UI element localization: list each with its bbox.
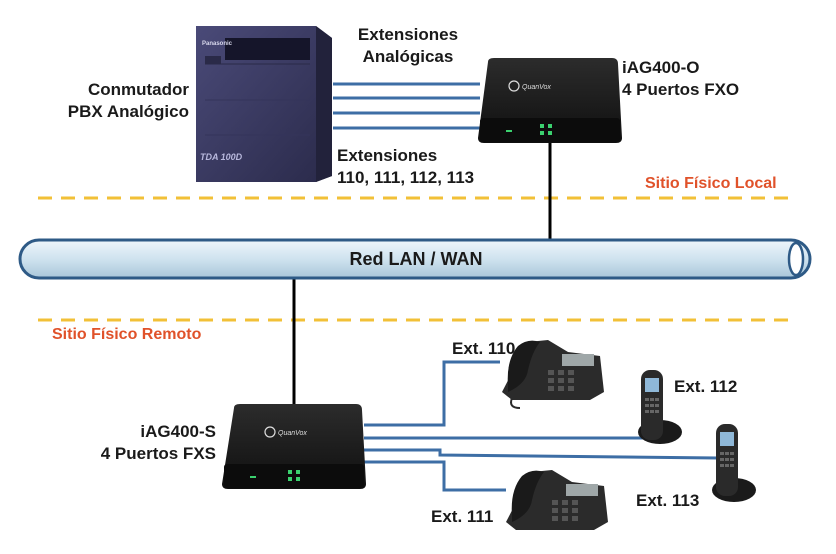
ext-112-label: Ext. 112 xyxy=(674,377,738,396)
desk-phone-ext-110 xyxy=(502,340,604,409)
fxs-label-line2: 4 Puertos FXS xyxy=(100,444,216,463)
cordless-phone-ext-112 xyxy=(638,370,682,444)
extensions-list-label: Extensiones 110, 111, 112, 113 xyxy=(337,145,474,189)
cordless-phone-ext-113 xyxy=(712,424,756,502)
fxs-gateway: QuanVox xyxy=(222,404,366,489)
fxo-label: iAG400-O 4 Puertos FXO xyxy=(622,57,739,101)
pbx-switch: Panasonic TDA 100D xyxy=(196,26,332,182)
desk-phone-ext-111 xyxy=(506,470,608,530)
fxs-label: iAG400-S 4 Puertos FXS xyxy=(92,421,216,465)
fxo-brand: QuanVox xyxy=(522,84,551,91)
extensions-list-line1: Extensiones xyxy=(337,146,438,165)
extensions-list-line2: 110, 111, 112, 113 xyxy=(337,168,475,187)
fxo-gateway: QuanVox xyxy=(478,58,622,143)
local-site-label: Sitio Físico Local xyxy=(645,175,777,192)
fxs-brand: QuanVox xyxy=(278,430,307,437)
pbx-label-line2: PBX Analógico xyxy=(67,102,189,121)
ext-111-label: Ext. 111 xyxy=(431,507,494,526)
pbx-brand: Panasonic xyxy=(202,41,233,47)
fxo-label-line2: 4 Puertos FXO xyxy=(622,80,740,99)
analog-extension-lines xyxy=(333,82,480,130)
analog-extensions-label: Extensiones Analógicas xyxy=(345,24,471,68)
analog-extensions-line1: Extensiones xyxy=(357,25,459,44)
fxs-extension-lines xyxy=(364,360,719,492)
remote-site-label: Sitio Físico Remoto xyxy=(52,326,202,343)
analog-extensions-line2: Analógicas xyxy=(362,47,454,66)
ext-110-label: Ext. 110 xyxy=(452,339,516,358)
lan-wan-label: Red LAN / WAN xyxy=(349,249,483,269)
pbx-label-line1: Conmutador xyxy=(87,80,189,99)
pbx-model: TDA 100D xyxy=(200,152,243,162)
ext-113-label: Ext. 113 xyxy=(636,491,700,510)
fxs-label-line1: iAG400-S xyxy=(140,422,216,441)
pbx-label: Conmutador PBX Analógico xyxy=(60,79,189,123)
lan-wan-pipe xyxy=(18,238,812,280)
fxo-label-line1: iAG400-O xyxy=(622,58,700,77)
